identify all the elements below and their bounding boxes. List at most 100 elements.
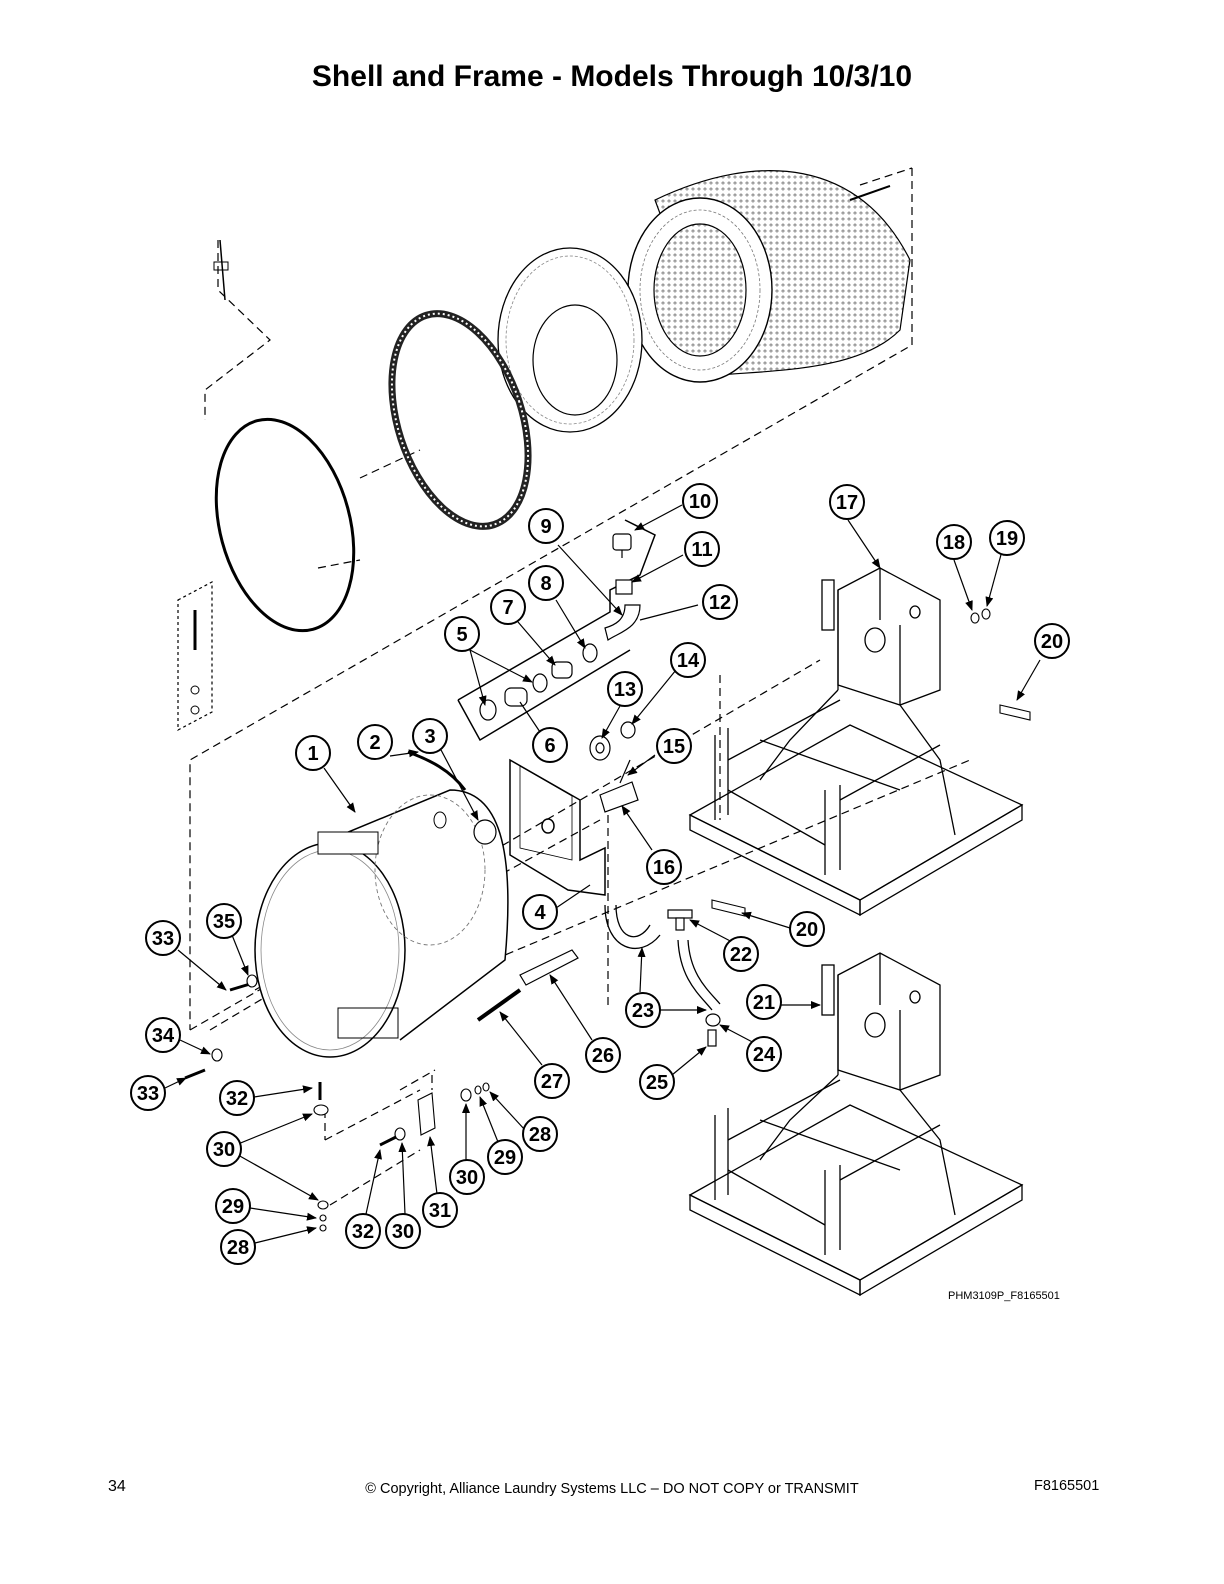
hose-23: [604, 904, 721, 1011]
callout-22: 22: [723, 936, 759, 972]
back-plate: [509, 758, 606, 896]
tee-22: [667, 909, 693, 931]
callout-25: 25: [639, 1064, 675, 1100]
callout-29-lower: 29: [215, 1188, 251, 1224]
clamp-24: [705, 1013, 721, 1047]
callout-13: 13: [607, 671, 643, 707]
svg-text:26: 26: [592, 1045, 614, 1067]
svg-text:28: 28: [227, 1237, 249, 1259]
callout-6: 6: [532, 727, 568, 763]
svg-text:4: 4: [534, 902, 546, 924]
svg-text:13: 13: [614, 679, 636, 701]
copyright-notice: © Copyright, Alliance Laundry Systems LL…: [365, 1481, 859, 1497]
svg-text:29: 29: [222, 1196, 244, 1218]
callout-31: 31: [422, 1192, 458, 1228]
callout-30-mid: 30: [206, 1131, 242, 1167]
callout-32: 32: [219, 1080, 255, 1116]
svg-text:34: 34: [152, 1025, 175, 1047]
svg-text:30: 30: [456, 1167, 478, 1189]
callout-9: 9: [528, 508, 564, 544]
callout-24: 24: [746, 1036, 782, 1072]
callout-7: 7: [490, 589, 526, 625]
callout-32-lower: 32: [345, 1213, 381, 1249]
callout-4: 4: [522, 894, 558, 930]
callout-33-lower: 33: [130, 1075, 166, 1111]
callout-20: 20: [1034, 623, 1070, 659]
shell-parts: [407, 750, 579, 1022]
mount-bracket: [599, 759, 639, 813]
callout-3: 3: [412, 718, 448, 754]
svg-text:3: 3: [424, 726, 435, 748]
callout-30-bottom: 30: [385, 1213, 421, 1249]
upper-frame: [688, 567, 1024, 917]
hardware: [184, 974, 490, 1232]
tension-rod: [213, 239, 229, 301]
callout-8: 8: [528, 565, 564, 601]
svg-text:15: 15: [663, 736, 685, 758]
callout-5: 5: [444, 616, 480, 652]
svg-text:21: 21: [753, 992, 775, 1014]
callout-20-lower: 20: [789, 911, 825, 947]
svg-text:31: 31: [429, 1200, 451, 1222]
door-gasket: [214, 417, 356, 633]
page-number: 34: [108, 1478, 126, 1495]
svg-text:6: 6: [544, 735, 555, 757]
outer-shell: [254, 789, 509, 1058]
svg-text:27: 27: [541, 1071, 563, 1093]
svg-text:29: 29: [494, 1147, 516, 1169]
svg-text:18: 18: [943, 532, 965, 554]
svg-text:8: 8: [540, 573, 551, 595]
callout-10: 10: [682, 483, 718, 519]
bearing-housing: [589, 721, 636, 761]
figure-code: PHM3109P_F8165501: [948, 1290, 1060, 1302]
svg-text:20: 20: [796, 919, 818, 941]
svg-text:19: 19: [996, 528, 1018, 550]
clamp-bracket: [177, 581, 213, 731]
callout-23: 23: [625, 992, 661, 1028]
svg-text:30: 30: [213, 1139, 235, 1161]
svg-text:32: 32: [352, 1221, 374, 1243]
callout-30: 30: [449, 1159, 485, 1195]
callout-29: 29: [487, 1139, 523, 1175]
svg-text:14: 14: [677, 650, 700, 672]
svg-text:25: 25: [646, 1072, 668, 1094]
callout-15: 15: [656, 728, 692, 764]
callout-14: 14: [670, 642, 706, 678]
page-title: Shell and Frame - Models Through 10/3/10: [311, 60, 913, 93]
callout-18: 18: [936, 524, 972, 560]
callout-11: 11: [684, 531, 720, 567]
svg-text:16: 16: [653, 857, 675, 879]
callout-12: 12: [702, 584, 738, 620]
svg-text:12: 12: [709, 592, 731, 614]
svg-text:9: 9: [540, 516, 551, 538]
callout-35: 35: [206, 903, 242, 939]
frame-hardware: [711, 608, 1031, 917]
callout-1: 1: [295, 735, 331, 771]
svg-text:20: 20: [1041, 631, 1063, 653]
svg-text:17: 17: [836, 492, 858, 514]
svg-text:11: 11: [691, 539, 712, 561]
svg-text:24: 24: [753, 1044, 776, 1066]
svg-text:23: 23: [632, 1000, 654, 1022]
svg-text:22: 22: [730, 944, 752, 966]
callout-16: 16: [646, 849, 682, 885]
callout-17: 17: [829, 484, 865, 520]
svg-text:30: 30: [392, 1221, 414, 1243]
svg-text:32: 32: [226, 1088, 248, 1110]
callout-28-lower: 28: [220, 1229, 256, 1265]
callout-34: 34: [145, 1017, 181, 1053]
callout-21: 21: [746, 984, 782, 1020]
callout-33: 33: [145, 920, 181, 956]
leader-lines: [164, 504, 1041, 1244]
callout-27: 27: [534, 1063, 570, 1099]
callout-26: 26: [585, 1037, 621, 1073]
svg-text:28: 28: [529, 1124, 551, 1146]
callout-19: 19: [989, 520, 1025, 556]
front-ring: [497, 247, 643, 433]
svg-text:10: 10: [689, 491, 711, 513]
lower-frame: [688, 952, 1024, 1297]
svg-text:1: 1: [307, 743, 318, 765]
document-code: F8165501: [1034, 1478, 1100, 1494]
svg-text:33: 33: [152, 928, 174, 950]
